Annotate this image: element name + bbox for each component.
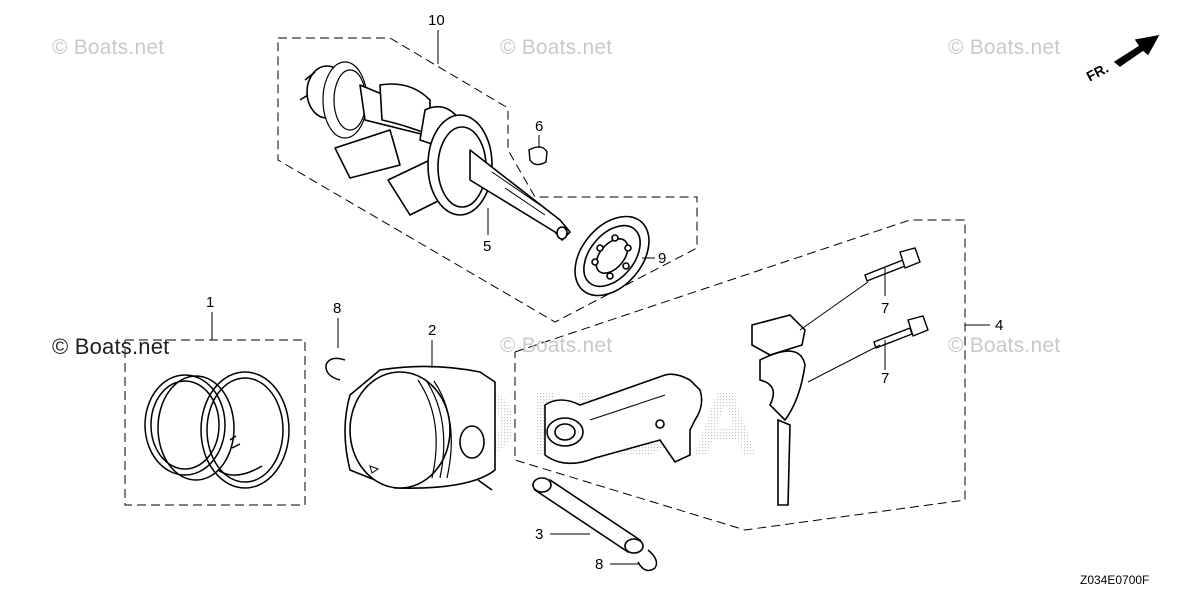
piston-rings xyxy=(144,371,290,489)
watermark-mid-center: © Boats.net xyxy=(500,334,613,357)
bearing xyxy=(574,215,650,297)
watermark-mid-left: © Boats.net xyxy=(52,334,170,359)
connecting-rod-cap xyxy=(751,314,806,506)
callout-8-upper: 8 xyxy=(333,300,342,317)
callout-8-lower: 8 xyxy=(595,556,604,573)
callout-7-lower: 7 xyxy=(881,370,890,387)
crankshaft-group-outline xyxy=(277,37,698,323)
rod-bolts xyxy=(864,247,929,349)
callout-3: 3 xyxy=(535,526,544,543)
crankshaft xyxy=(299,61,571,241)
watermark-top-left: © Boats.net xyxy=(52,36,165,59)
callout-9: 9 xyxy=(658,250,667,267)
callout-7-upper: 7 xyxy=(881,300,890,317)
watermark-mid-right: © Boats.net xyxy=(948,334,1061,357)
piston-rings-group-outline xyxy=(124,339,306,506)
piston xyxy=(344,365,496,491)
diagram-code: Z034E0700F xyxy=(1080,573,1150,587)
leader-lines xyxy=(211,30,990,565)
callout-2: 2 xyxy=(428,322,437,339)
circlip-lower xyxy=(637,549,658,572)
woodruff-key xyxy=(528,146,548,166)
callout-6: 6 xyxy=(535,118,544,135)
callout-4: 4 xyxy=(995,317,1004,334)
watermark-top-center: © Boats.net xyxy=(500,36,613,59)
connecting-rod xyxy=(544,373,703,465)
callout-10: 10 xyxy=(428,12,445,29)
front-arrow-icon xyxy=(1113,35,1160,67)
watermark-top-right: © Boats.net xyxy=(948,36,1061,59)
callout-1: 1 xyxy=(206,294,215,311)
piston-pin xyxy=(532,477,644,554)
circlip-upper xyxy=(325,357,346,381)
callout-5: 5 xyxy=(483,238,492,255)
